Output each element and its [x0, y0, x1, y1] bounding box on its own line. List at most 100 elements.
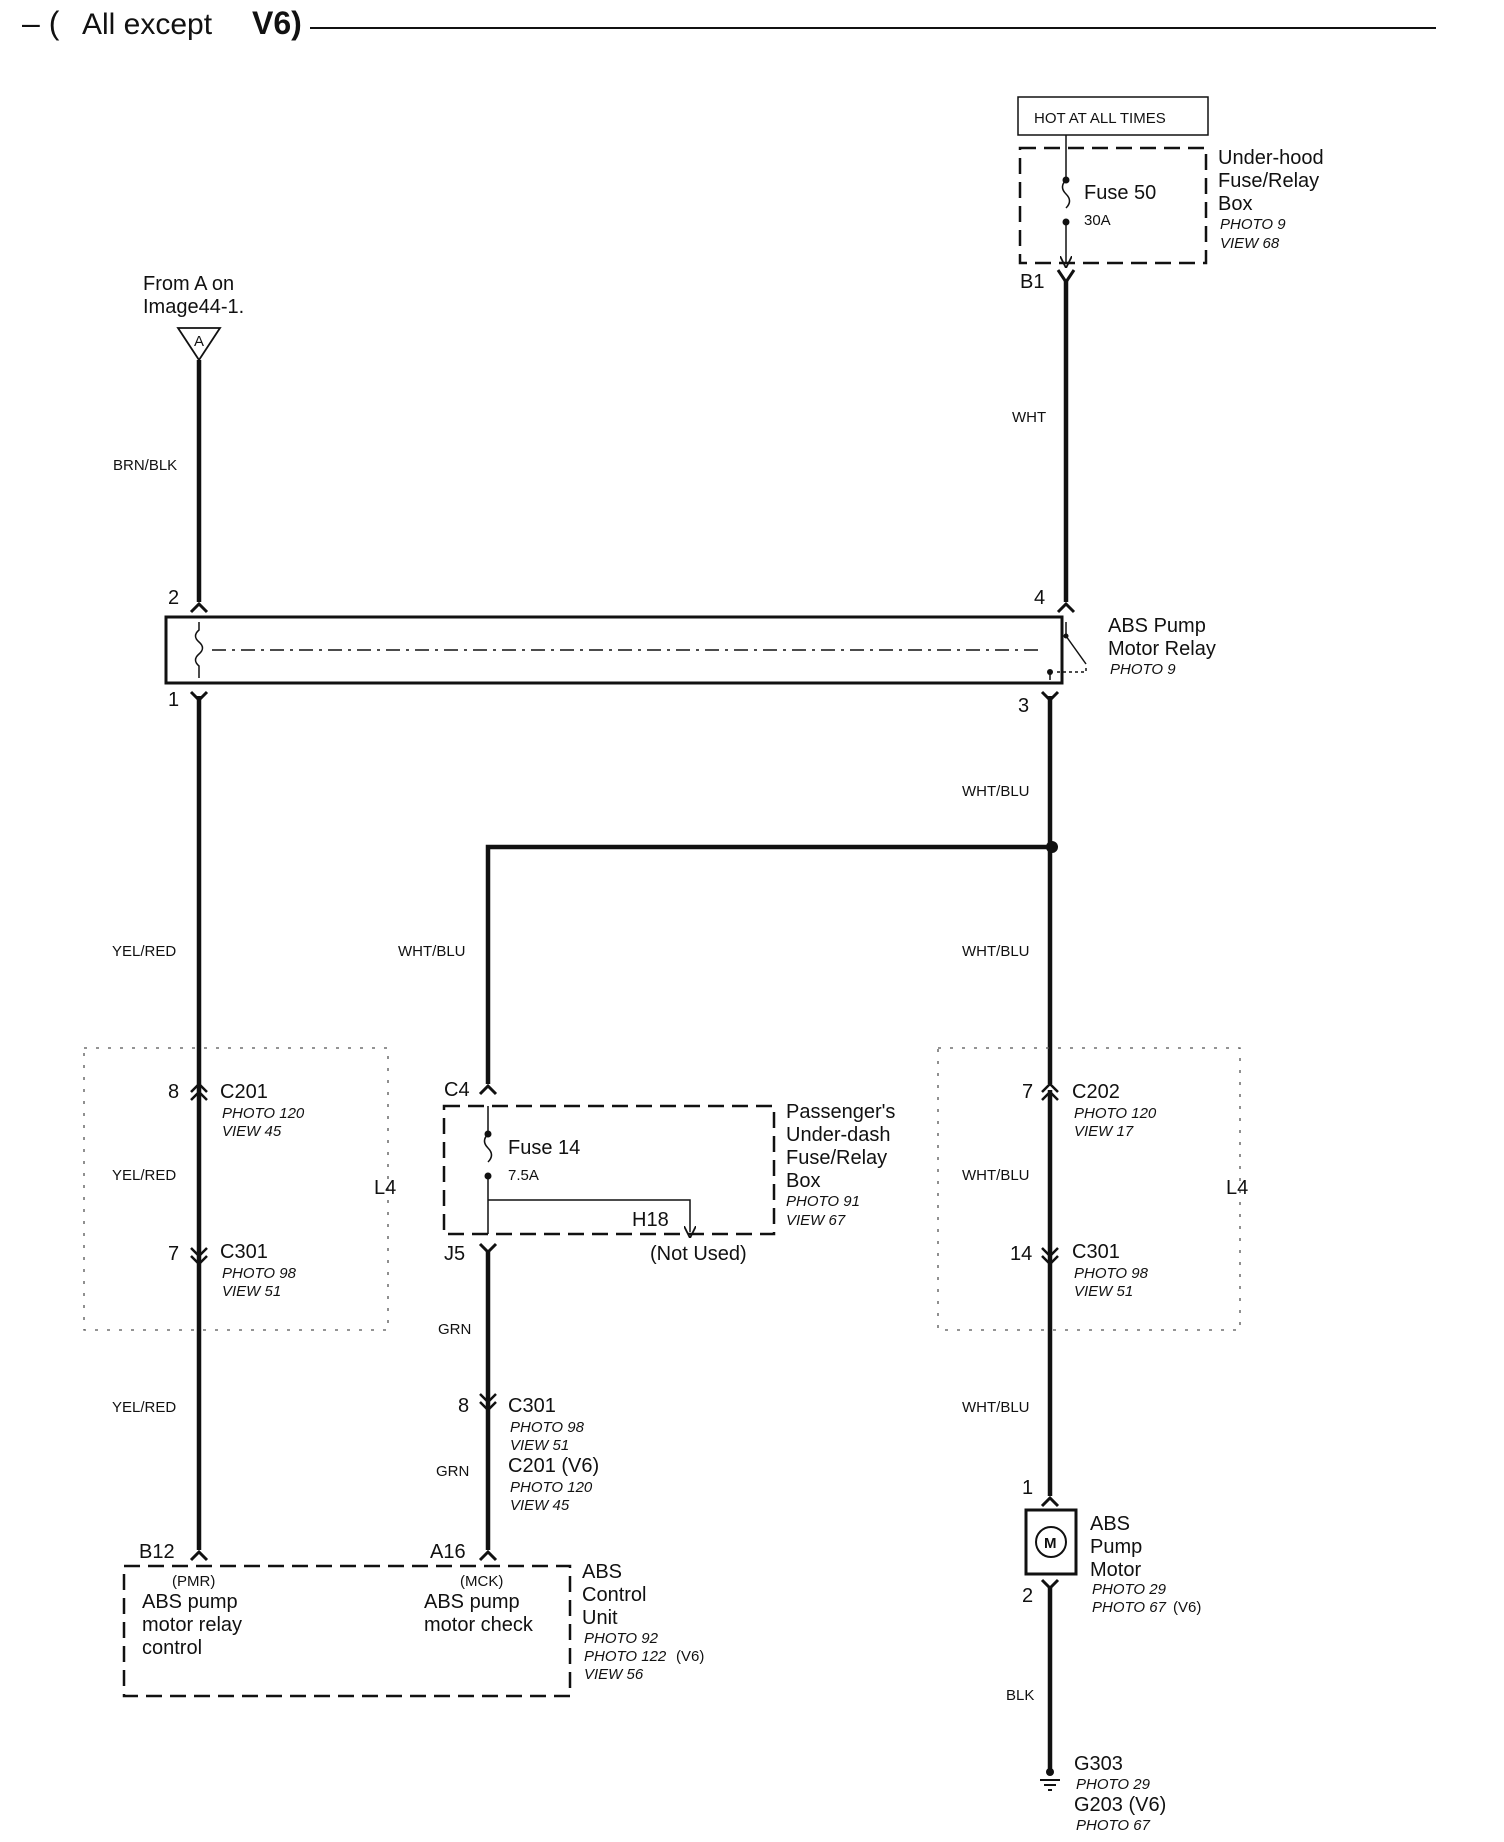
- pump-motor-conn-1: [1040, 1495, 1060, 1508]
- wire-label-grn-upper: GRN: [438, 1321, 471, 1338]
- header-highlight: V6): [252, 5, 302, 41]
- c301-mid-name: C301: [508, 1395, 556, 1417]
- pump-motor-line2: Pump: [1090, 1536, 1142, 1558]
- c201-view: VIEW 45: [222, 1123, 282, 1140]
- c301-left-connector: [190, 1247, 208, 1266]
- pmr-tag: (PMR): [172, 1573, 215, 1590]
- h18-tap: [488, 1199, 690, 1232]
- wire-label-blk: BLK: [1006, 1687, 1034, 1704]
- fuse14-h18: H18: [632, 1209, 669, 1231]
- c201-v6-name: C201 (V6): [508, 1455, 599, 1477]
- ground-photo1: PHOTO 29: [1076, 1776, 1151, 1793]
- underhood-box-line3: Box: [1218, 193, 1252, 215]
- from-a-line2: Image44-1.: [143, 296, 244, 318]
- relay-coil: [194, 622, 204, 678]
- wire-label-wht: WHT: [1012, 409, 1046, 426]
- relay-switch-contact: [1056, 668, 1087, 673]
- underhood-box-view: VIEW 68: [1220, 235, 1280, 252]
- control-unit-photo1: PHOTO 92: [584, 1630, 659, 1647]
- fuse50-name: Fuse 50: [1084, 182, 1156, 204]
- passenger-box-photo: PHOTO 91: [786, 1193, 860, 1210]
- c201-name: C201: [220, 1081, 268, 1103]
- passenger-box: [442, 1104, 776, 1236]
- passenger-box-pin-j5: J5: [444, 1243, 465, 1265]
- c301-left-photo: PHOTO 98: [222, 1265, 297, 1282]
- control-unit-line1: ABS: [582, 1561, 622, 1583]
- from-a-line1: From A on: [143, 273, 234, 295]
- control-unit-pin-b12: B12: [139, 1541, 175, 1563]
- control-unit-view: VIEW 56: [584, 1666, 644, 1683]
- relay-pin-3: 3: [1018, 695, 1029, 717]
- relay-pin-2: 2: [168, 587, 179, 609]
- passenger-box-line3: Fuse/Relay: [786, 1147, 887, 1169]
- control-unit-photo2: PHOTO 122: [584, 1648, 667, 1665]
- passenger-box-line1: Passenger's: [786, 1101, 895, 1123]
- passenger-box-line2: Under-dash: [786, 1124, 891, 1146]
- control-unit-pin-a16: A16: [430, 1541, 466, 1563]
- from-a-flag: [176, 327, 222, 362]
- ground-g203: G203 (V6): [1074, 1794, 1166, 1816]
- wire-label-wht-blu-upper: WHT/BLU: [962, 783, 1030, 800]
- relay-box: [164, 615, 1064, 685]
- l4-right-region: [937, 1047, 1241, 1331]
- c301-left-name: C301: [220, 1241, 268, 1263]
- pmr-line3: control: [142, 1637, 202, 1659]
- fuse50-element: [1061, 179, 1071, 209]
- wire-label-yel-red-mid: YEL/RED: [112, 1167, 176, 1184]
- mck-tag: (MCK): [460, 1573, 503, 1590]
- underhood-box-line1: Under-hood: [1218, 147, 1324, 169]
- header-subtitle: All except: [82, 8, 213, 41]
- c301-mid-view: VIEW 51: [510, 1437, 569, 1454]
- c301-right-name: C301: [1072, 1241, 1120, 1263]
- c4-connector: [478, 1083, 498, 1096]
- c201-photo: PHOTO 120: [222, 1105, 305, 1122]
- passenger-box-line4: Box: [786, 1170, 820, 1192]
- control-unit-line3: Unit: [582, 1607, 618, 1629]
- pump-motor-pin-2: 2: [1022, 1585, 1033, 1607]
- pump-motor-line1: ABS: [1090, 1513, 1130, 1535]
- hot-box-label: HOT AT ALL TIMES: [1034, 110, 1166, 127]
- c201-connector: [190, 1082, 208, 1101]
- fuse14-element: [483, 1133, 493, 1163]
- a16-connector: [478, 1549, 498, 1562]
- wire-label-wht-blu-l4: WHT/BLU: [962, 1167, 1030, 1184]
- pump-motor-icon: [1035, 1526, 1067, 1558]
- mck-line2: motor check: [424, 1614, 534, 1636]
- c201-v6-view: VIEW 45: [510, 1497, 570, 1514]
- c301-mid-pin: 8: [458, 1395, 469, 1417]
- control-unit-photo2-suffix: (V6): [676, 1648, 704, 1665]
- c202-pin: 7: [1022, 1081, 1033, 1103]
- c301-right-view: VIEW 51: [1074, 1283, 1133, 1300]
- l4-right-label: L4: [1226, 1177, 1248, 1199]
- relay-conn-2: [189, 601, 209, 614]
- fuse14-rating: 7.5A: [508, 1167, 539, 1184]
- c201-pin: 8: [168, 1081, 179, 1103]
- l4-left-label: L4: [374, 1177, 396, 1199]
- underhood-box-photo: PHOTO 9: [1220, 216, 1286, 233]
- wire-wht-blu-branch: [485, 844, 1050, 1084]
- c301-right-photo: PHOTO 98: [1074, 1265, 1149, 1282]
- c301-mid-connector: [479, 1393, 497, 1412]
- fuse50-pin-b1: B1: [1020, 271, 1044, 293]
- pump-motor-photo2-suffix: (V6): [1173, 1599, 1201, 1616]
- pump-motor-photo2: PHOTO 67: [1092, 1599, 1167, 1616]
- pump-motor-symbol: M: [1044, 1535, 1057, 1552]
- hot-box: [1017, 96, 1209, 136]
- relay-switch-pivot: [1063, 633, 1069, 639]
- c202-name: C202: [1072, 1081, 1120, 1103]
- from-a-flag-letter: A: [194, 333, 204, 350]
- l4-left-region: [83, 1047, 389, 1331]
- ground-g303: G303: [1074, 1753, 1123, 1775]
- pump-motor-pin-1: 1: [1022, 1477, 1033, 1499]
- relay-pin-4: 4: [1034, 587, 1045, 609]
- wire-label-wht-blu-mid: WHT/BLU: [398, 943, 466, 960]
- pump-motor-line3: Motor: [1090, 1559, 1141, 1581]
- wire-label-wht-blu-right: WHT/BLU: [962, 943, 1030, 960]
- underhood-box: [1018, 146, 1208, 265]
- relay-label-line2: Motor Relay: [1108, 638, 1216, 660]
- c201-v6-photo: PHOTO 120: [510, 1479, 593, 1496]
- mck-line1: ABS pump: [424, 1591, 520, 1613]
- c301-mid-photo: PHOTO 98: [510, 1419, 585, 1436]
- c301-right-pin: 14: [1010, 1243, 1032, 1265]
